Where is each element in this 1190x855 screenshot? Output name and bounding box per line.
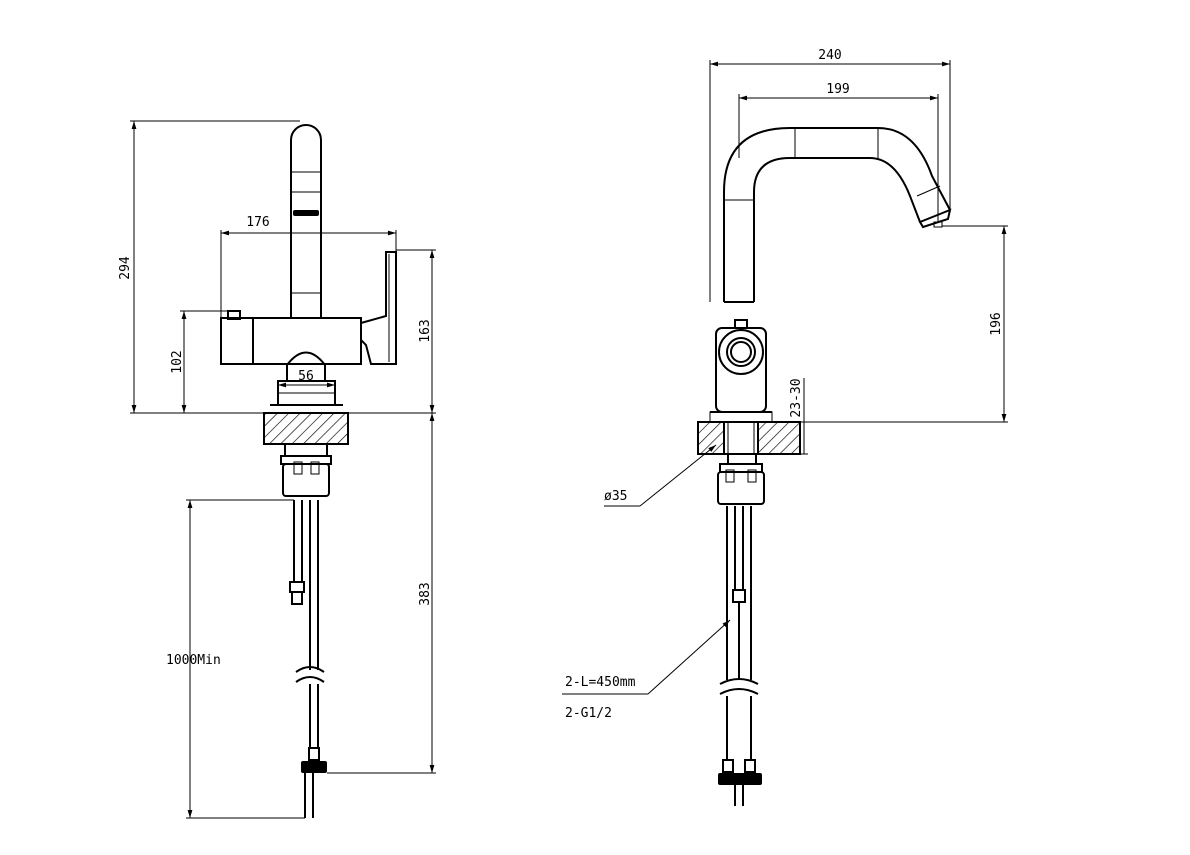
front-mount-nut [280, 443, 332, 497]
front-body [220, 251, 397, 406]
side-deck [697, 421, 801, 455]
dim-diameter-35: ø35 [604, 489, 627, 504]
dim-56: 56 [298, 369, 314, 384]
side-body [709, 319, 773, 423]
label-hose-length: 2-L=450mm [565, 675, 636, 690]
label-connection: 2-G1/2 [565, 706, 612, 721]
dim-240: 240 [818, 48, 841, 63]
front-spout [290, 124, 322, 318]
dim-196: 196 [989, 312, 1004, 335]
front-deck [263, 412, 349, 445]
dim-102: 102 [170, 350, 185, 373]
front-hoses [289, 500, 327, 818]
dim-176: 176 [246, 215, 269, 230]
side-hoses [718, 506, 762, 806]
front-dimensions: 294 176 102 56 163 383 1 [118, 120, 436, 819]
side-spout [723, 127, 952, 303]
dim-199: 199 [826, 82, 849, 97]
side-dimensions: 240 199 196 23-30 ø35 2-L=450mm 2-G1/2 [562, 48, 1008, 721]
front-view: 294 176 102 56 163 383 1 [118, 120, 436, 819]
dim-1000min: 1000Min [166, 653, 221, 668]
side-mount-nut [717, 453, 765, 505]
side-view: 240 199 196 23-30 ø35 2-L=450mm 2-G1/2 [562, 48, 1008, 806]
dim-163: 163 [418, 319, 433, 342]
dim-383: 383 [418, 582, 433, 605]
dim-23-30: 23-30 [789, 378, 804, 417]
dim-294: 294 [118, 256, 133, 280]
